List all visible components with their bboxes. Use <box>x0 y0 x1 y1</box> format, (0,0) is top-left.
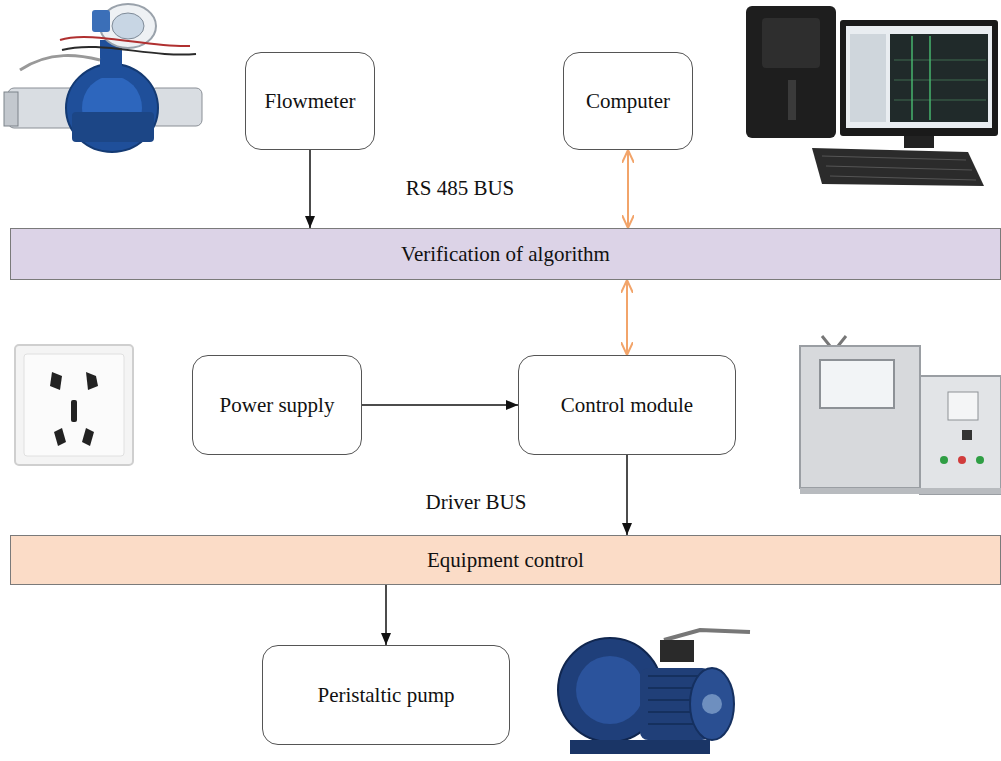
pump-illustration <box>558 630 750 754</box>
node-text: Power supply <box>220 393 335 417</box>
connector-arrow <box>626 280 628 355</box>
bus-label: Driver BUS <box>424 490 529 515</box>
control-box: Control module <box>518 355 736 455</box>
flowmeter-illustration <box>4 4 202 152</box>
cabinet-illustration <box>800 336 1001 494</box>
algorithm-band: Verification of algorithm <box>10 228 1001 280</box>
node-text: Flowmeter <box>265 89 356 113</box>
connector-arrow <box>362 404 518 406</box>
node-text: Computer <box>586 89 670 113</box>
node-text: Control module <box>561 393 693 417</box>
connector-arrow <box>309 150 311 228</box>
connector-arrow <box>627 150 629 228</box>
socket-illustration <box>15 345 133 465</box>
computer-illustration <box>746 6 998 186</box>
node-text: Verification of algorithm <box>401 242 610 266</box>
sensor-box: Flowmeter <box>245 52 375 150</box>
pump-box: Peristaltic pump <box>262 645 510 745</box>
node-text: Equipment control <box>427 548 584 572</box>
connector-arrow <box>626 455 628 535</box>
power-box: Power supply <box>192 355 362 455</box>
equipment-band: Equipment control <box>10 535 1001 585</box>
node-text: Peristaltic pump <box>317 683 454 707</box>
bus-label: RS 485 BUS <box>404 176 517 201</box>
computer-box: Computer <box>563 52 693 150</box>
connector-arrow <box>385 585 387 645</box>
